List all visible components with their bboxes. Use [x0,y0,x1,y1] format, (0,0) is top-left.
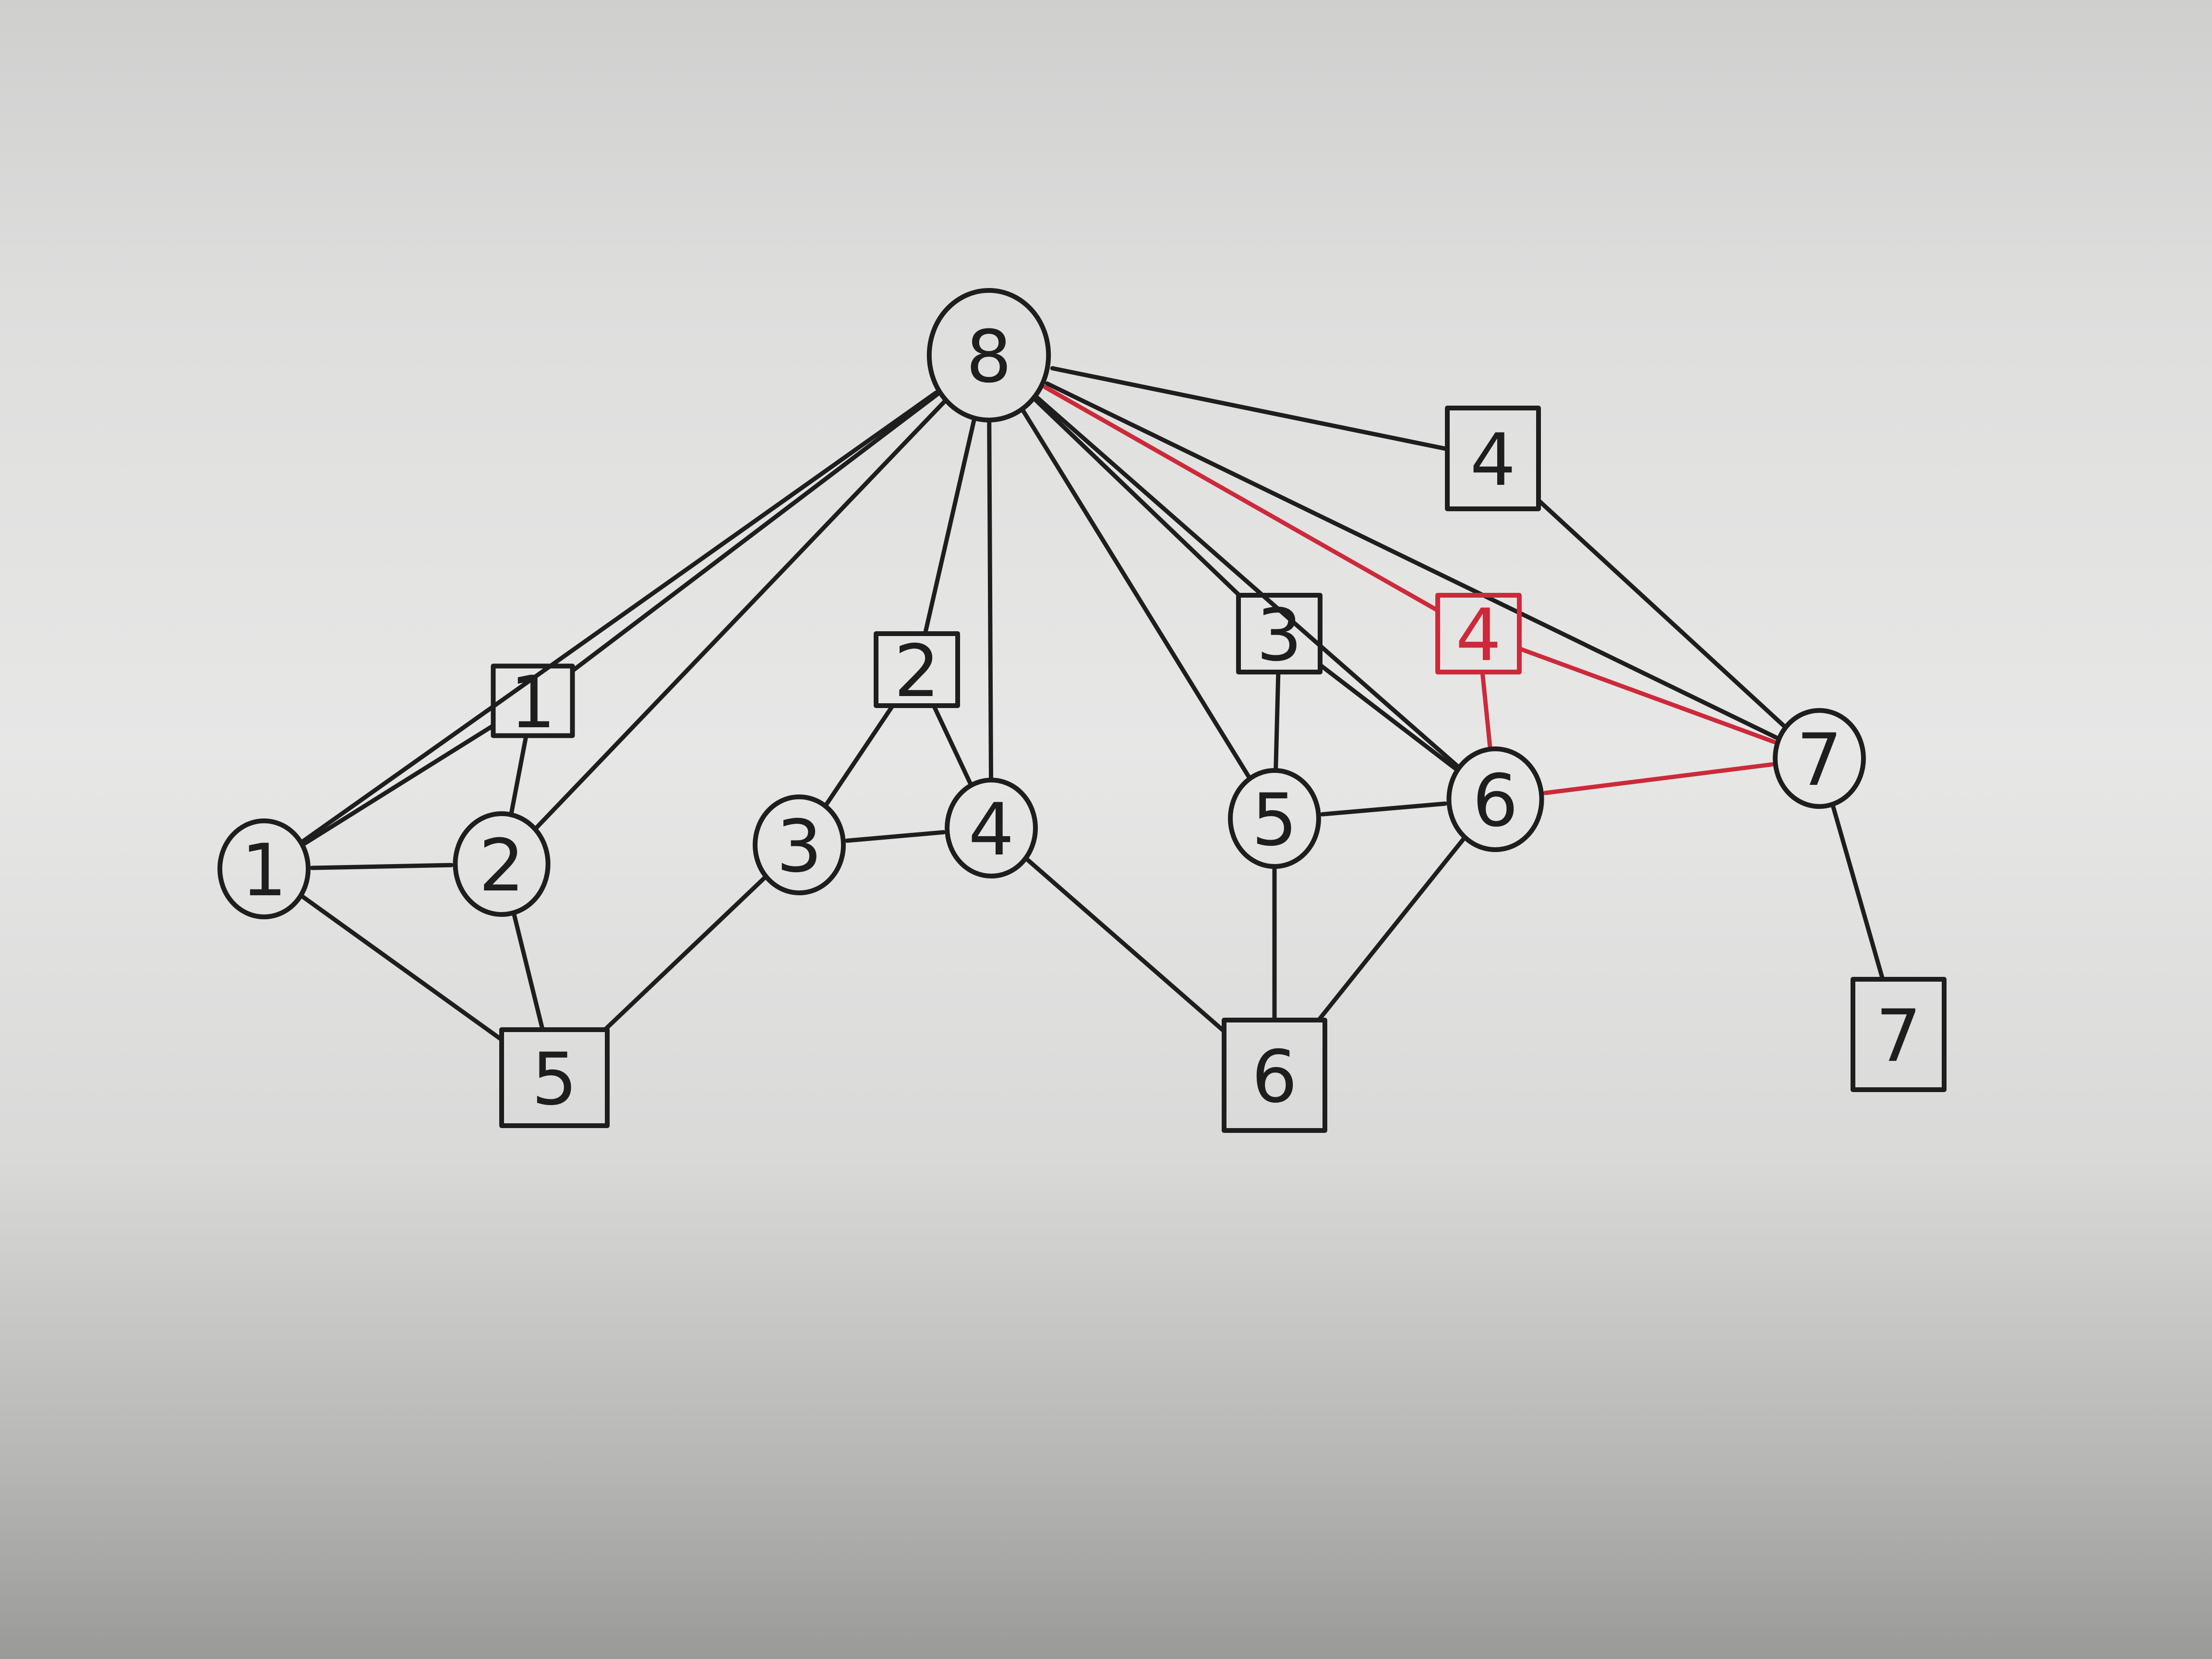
node-s3: 3 [1236,593,1322,677]
node-label: 1 [510,661,555,745]
edge-c8-c1 [301,390,938,843]
square-node-shape [874,631,960,708]
edge-s1-c2 [509,733,529,817]
edge-c8-c4 [987,418,993,782]
node-c7: 7 [1773,708,1866,809]
square-node-shape [1445,406,1541,511]
circle-node-shape [1446,746,1544,852]
node-label: 2 [479,824,524,908]
edges-layer [301,366,1885,1042]
node-label: 7 [1875,995,1921,1078]
node-s6: 6 [1222,1018,1327,1133]
edge-c8-s3 [1034,397,1242,598]
node-label: 5 [1251,779,1297,862]
edge-s1-c1 [302,723,495,846]
edge-c4-s6 [1025,857,1226,1034]
node-c5: 5 [1228,768,1321,869]
circle-node-shape [1773,708,1866,809]
edge-c6-c7 [1543,762,1774,795]
circle-node-shape [926,288,1051,422]
edge-s4b-c7 [1517,646,1777,745]
node-s7: 7 [1851,977,1947,1092]
square-node-shape [499,1027,610,1128]
square-node-shape [1851,977,1947,1092]
edge-c8-s1 [570,392,939,673]
node-label: 3 [1256,594,1302,677]
circle-node-shape [453,811,551,917]
node-label: 5 [531,1038,577,1121]
node-label: 4 [1455,594,1501,677]
square-node-shape [1236,593,1322,674]
square-node-shape [1435,593,1522,674]
node-label: 6 [1472,759,1518,843]
node-s4b: 4 [1435,593,1522,677]
edge-c3-c4 [845,830,946,843]
node-label: 6 [1251,1035,1297,1119]
edge-c1-s5 [301,894,504,1042]
edge-c8-c5 [1021,408,1251,780]
node-c8: 8 [926,288,1051,422]
node-label: 3 [776,805,822,889]
node-label: 2 [894,630,939,713]
edge-c1-c2 [310,863,454,870]
node-c6: 6 [1446,746,1544,852]
node-label: 4 [1470,419,1515,502]
edge-c5-c6 [1320,801,1447,817]
circle-node-shape [1228,768,1321,869]
edge-s3-c5 [1274,670,1281,773]
edge-s3-c6 [1318,662,1458,771]
node-label: 8 [966,315,1011,399]
nodes-layer: 8 1 2 3 4 5 6 7 1 2 3 4 4 5 6 7 [217,288,1947,1133]
edge-c8-s4a [1050,366,1450,451]
edge-c2-s5 [511,911,545,1032]
circle-node-shape [945,778,1038,878]
edge-c6-s6 [1316,836,1466,1022]
edge-c8-s2 [923,416,977,636]
node-label: 4 [968,788,1014,872]
node-label: 7 [1796,719,1842,802]
node-c4: 4 [945,778,1038,878]
node-s5: 5 [499,1027,610,1128]
edge-s4b-c6 [1480,670,1492,751]
edge-c8-s4b [1043,385,1440,613]
edge-s2-c4 [931,703,973,787]
square-node-shape [1222,1018,1327,1133]
edge-s2-c3 [824,703,895,807]
circle-node-shape [753,794,846,895]
node-s1: 1 [491,661,575,745]
node-label: 1 [241,829,287,913]
edge-s4a-c7 [1536,498,1786,728]
edge-c8-c2 [534,400,947,830]
edge-c3-s5 [602,876,767,1032]
circle-node-shape [217,818,311,919]
edge-c8-c7 [1045,381,1779,740]
square-node-shape [491,663,575,738]
edge-c7-s7 [1830,802,1885,982]
edge-c8-c6 [1035,396,1460,769]
node-c3: 3 [753,794,846,895]
node-c2: 2 [453,811,551,917]
node-s4a: 4 [1445,406,1541,511]
node-s2: 2 [874,630,960,713]
node-c1: 1 [217,818,311,919]
